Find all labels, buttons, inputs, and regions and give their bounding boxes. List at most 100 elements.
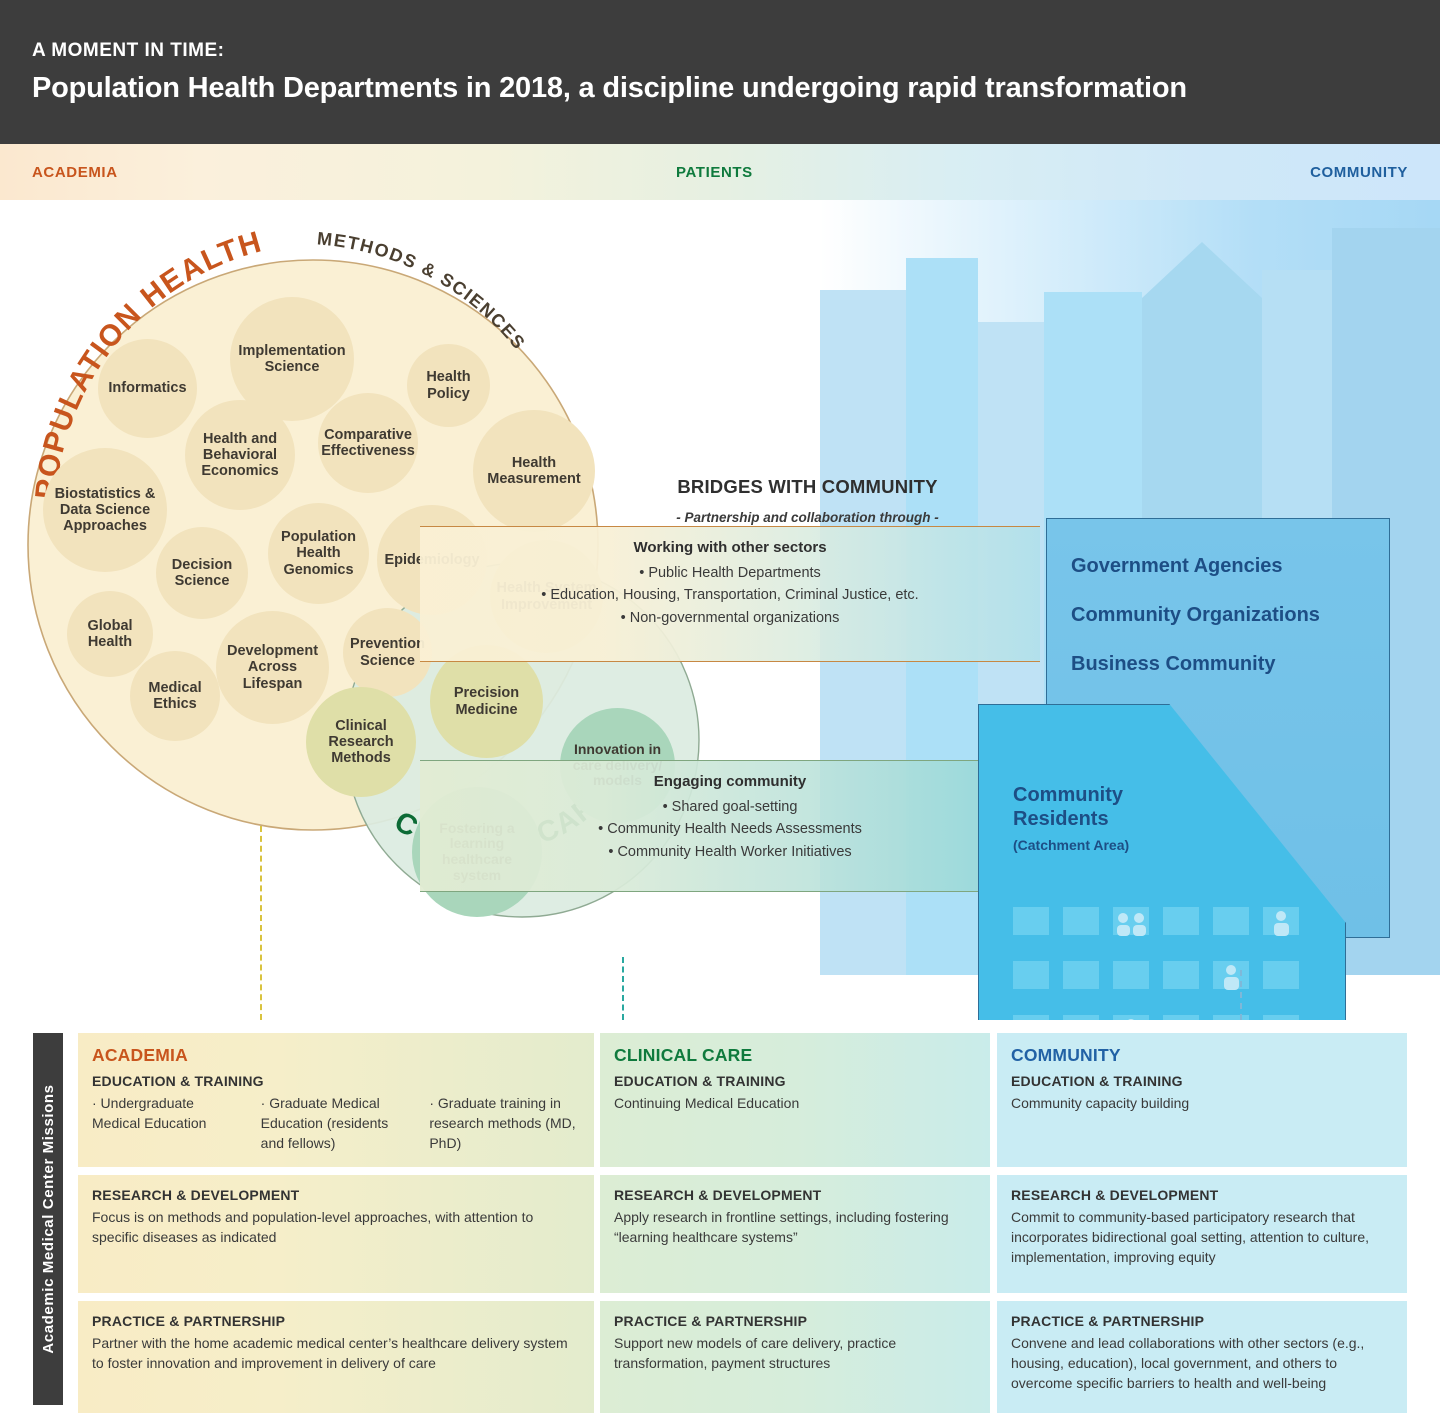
- bubble-label: Precision Medicine: [453, 685, 520, 718]
- bubble-clinical-research-methods[interactable]: Clinical Research Methods: [306, 687, 416, 797]
- bubble-label: Health and Behavioral Economics: [201, 430, 279, 480]
- bridge-working-with-other-sectors: Working with other sectors • Public Heal…: [420, 526, 1040, 662]
- bubble-label: Informatics: [108, 380, 187, 397]
- gov-line-agencies: Government Agencies: [1071, 555, 1283, 577]
- bridge-engaging-community: Engaging community • Shared goal-setting…: [420, 760, 1040, 892]
- bridge-item-text: Community Health Needs Assessments: [607, 821, 862, 838]
- bubble-global-health[interactable]: Global Health: [67, 591, 153, 677]
- band-label-patients: PATIENTS: [676, 164, 753, 181]
- bridge-item-text: Education, Housing, Transportation, Crim…: [550, 587, 919, 604]
- column-title-clinical-care: CLINICAL CARE: [614, 1045, 753, 1065]
- page-title: Population Health Departments in 2018, a…: [32, 72, 1187, 104]
- bubble-label: Population Health Genomics: [281, 529, 356, 578]
- bridge-item-text: Public Health Departments: [648, 565, 821, 581]
- bridge-item-text: Shared goal-setting: [671, 799, 798, 815]
- gradient-band: [0, 144, 1440, 200]
- section-head-research: RESEARCH & DEVELOPMENT: [92, 1187, 300, 1203]
- bubble-decision-science[interactable]: Decision Science: [156, 527, 248, 619]
- section-head-research: RESEARCH & DEVELOPMENT: [614, 1187, 822, 1203]
- missions-rail: Academic Medical Center Missions: [33, 1033, 63, 1405]
- bubble-health-behavioral-economics[interactable]: Health and Behavioral Economics: [185, 400, 295, 510]
- clinical-research-text: Apply research in frontline settings, in…: [614, 1209, 949, 1245]
- bubble-label: Development Across Lifespan: [226, 643, 319, 692]
- bubble-prevention-science[interactable]: Prevention Science: [343, 608, 432, 697]
- cell-academia-practice: PRACTICE & PARTNERSHIP Partner with the …: [78, 1301, 594, 1413]
- bubble-informatics[interactable]: Informatics: [98, 339, 197, 438]
- bullet: · Graduate training in research methods …: [429, 1095, 576, 1151]
- bubble-label: Clinical Research Methods: [328, 717, 394, 767]
- bridge-item: • Public Health Departments: [639, 565, 821, 581]
- cell-clinical-education: CLINICAL CARE EDUCATION & TRAINING Conti…: [600, 1033, 990, 1167]
- community-education-text: Community capacity building: [1011, 1095, 1190, 1111]
- bridge-item: • Non-governmental organizations: [620, 609, 840, 626]
- residents-title: Community Residents: [1013, 783, 1123, 831]
- diagram-canvas: POPULATION HEALTH METHODS & SCIENCES CLI…: [0, 200, 1440, 1175]
- bubble-label: Medical Ethics: [148, 679, 202, 712]
- page-header: A MOMENT IN TIME: Population Health Depa…: [0, 0, 1440, 144]
- bubble-label: Prevention Science: [350, 636, 425, 669]
- connector-clinical-care: [622, 957, 624, 1020]
- section-head-research: RESEARCH & DEVELOPMENT: [1011, 1187, 1219, 1203]
- column-title-community: COMMUNITY: [1011, 1045, 1121, 1065]
- missions-rail-label: Academic Medical Center Missions: [39, 1084, 57, 1354]
- section-head-education: EDUCATION & TRAINING: [92, 1073, 264, 1089]
- bubble-label: Health Policy: [426, 369, 471, 402]
- bubble-health-measurement[interactable]: Health Measurement: [473, 410, 595, 532]
- section-head-practice: PRACTICE & PARTNERSHIP: [92, 1313, 286, 1329]
- bubble-comparative-effectiveness[interactable]: Comparative Effectiveness: [318, 393, 418, 493]
- column-title-academia: ACADEMIA: [92, 1045, 188, 1065]
- cell-clinical-research: RESEARCH & DEVELOPMENT Apply research in…: [600, 1175, 990, 1293]
- clinical-practice-text: Support new models of care delivery, pra…: [614, 1335, 897, 1371]
- bubble-precision-medicine[interactable]: Precision Medicine: [430, 645, 543, 758]
- bridge-item: • Education, Housing, Transportation, Cr…: [541, 587, 919, 604]
- academia-research-text: Focus is on methods and population-level…: [92, 1209, 534, 1245]
- section-head-practice: PRACTICE & PARTNERSHIP: [1011, 1313, 1205, 1329]
- bridges-subtitle: - Partnership and collaboration through …: [676, 510, 939, 525]
- clinical-education-text: Continuing Medical Education: [614, 1095, 800, 1111]
- gov-line-organizations: Community Organizations: [1071, 604, 1320, 626]
- bubble-label: Decision Science: [171, 556, 233, 589]
- bullet: · Graduate Medical Education (residents …: [260, 1095, 389, 1151]
- bubble-implementation-science[interactable]: Implementation Science: [230, 297, 354, 421]
- bubble-development-across-lifespan[interactable]: Development Across Lifespan: [216, 611, 329, 724]
- section-head-education: EDUCATION & TRAINING: [614, 1073, 786, 1089]
- cell-community-practice: PRACTICE & PARTNERSHIP Convene and lead …: [997, 1301, 1407, 1413]
- bridge-heading: Engaging community: [653, 773, 807, 790]
- missions-grid: Academic Medical Center Missions ACADEMI…: [0, 1020, 1440, 1419]
- cell-clinical-practice: PRACTICE & PARTNERSHIP Support new model…: [600, 1301, 990, 1413]
- bridge-item: • Community Health Worker Initiatives: [608, 843, 852, 860]
- gov-line-business: Business Community: [1071, 653, 1276, 675]
- column-clinical-care: CLINICAL CARE EDUCATION & TRAINING Conti…: [600, 1033, 990, 1421]
- bubble-population-health-genomics[interactable]: Population Health Genomics: [268, 503, 369, 604]
- section-head-practice: PRACTICE & PARTNERSHIP: [614, 1313, 808, 1329]
- bridge-item: • Shared goal-setting: [662, 799, 798, 815]
- bubble-health-policy[interactable]: Health Policy: [407, 344, 490, 427]
- column-academia: ACADEMIA EDUCATION & TRAINING · Undergra…: [78, 1033, 594, 1421]
- bridges-title: BRIDGES WITH COMMUNITY: [677, 476, 938, 497]
- academia-education-bullets: · Undergraduate Medical Education · Grad…: [92, 1094, 580, 1154]
- residents-title-line1: Community: [1013, 784, 1123, 806]
- connector-community: [1240, 970, 1242, 1020]
- header-kicker: A MOMENT IN TIME:: [32, 40, 225, 61]
- band-label-academia: ACADEMIA: [32, 164, 118, 181]
- bubble-label: Global Health: [87, 617, 133, 650]
- community-research-text: Commit to community-based participatory …: [1011, 1209, 1369, 1265]
- band-label-community: COMMUNITY: [1310, 164, 1408, 181]
- bubble-medical-ethics[interactable]: Medical Ethics: [130, 651, 220, 741]
- bubble-biostatistics-data-science[interactable]: Biostatistics & Data Science Approaches: [43, 448, 167, 572]
- bubble-label: Biostatistics & Data Science Approaches: [54, 485, 156, 535]
- bridge-heading: Working with other sectors: [633, 539, 827, 556]
- section-head-education: EDUCATION & TRAINING: [1011, 1073, 1183, 1089]
- bubble-label: Implementation Science: [238, 342, 346, 375]
- cell-community-education: COMMUNITY EDUCATION & TRAINING Community…: [997, 1033, 1407, 1167]
- cell-community-research: RESEARCH & DEVELOPMENT Commit to communi…: [997, 1175, 1407, 1293]
- column-community: COMMUNITY EDUCATION & TRAINING Community…: [997, 1033, 1407, 1421]
- bullet: · Undergraduate Medical Education: [92, 1095, 207, 1131]
- bubble-label: Comparative Effectiveness: [321, 426, 415, 459]
- bridge-item-text: Non-governmental organizations: [629, 609, 840, 626]
- community-practice-text: Convene and lead collaborations with oth…: [1011, 1335, 1365, 1391]
- bubble-label: Health Measurement: [487, 454, 581, 487]
- academia-practice-text: Partner with the home academic medical c…: [92, 1335, 568, 1371]
- cell-academia-education: ACADEMIA EDUCATION & TRAINING · Undergra…: [78, 1033, 594, 1167]
- connector-academia: [260, 826, 262, 1020]
